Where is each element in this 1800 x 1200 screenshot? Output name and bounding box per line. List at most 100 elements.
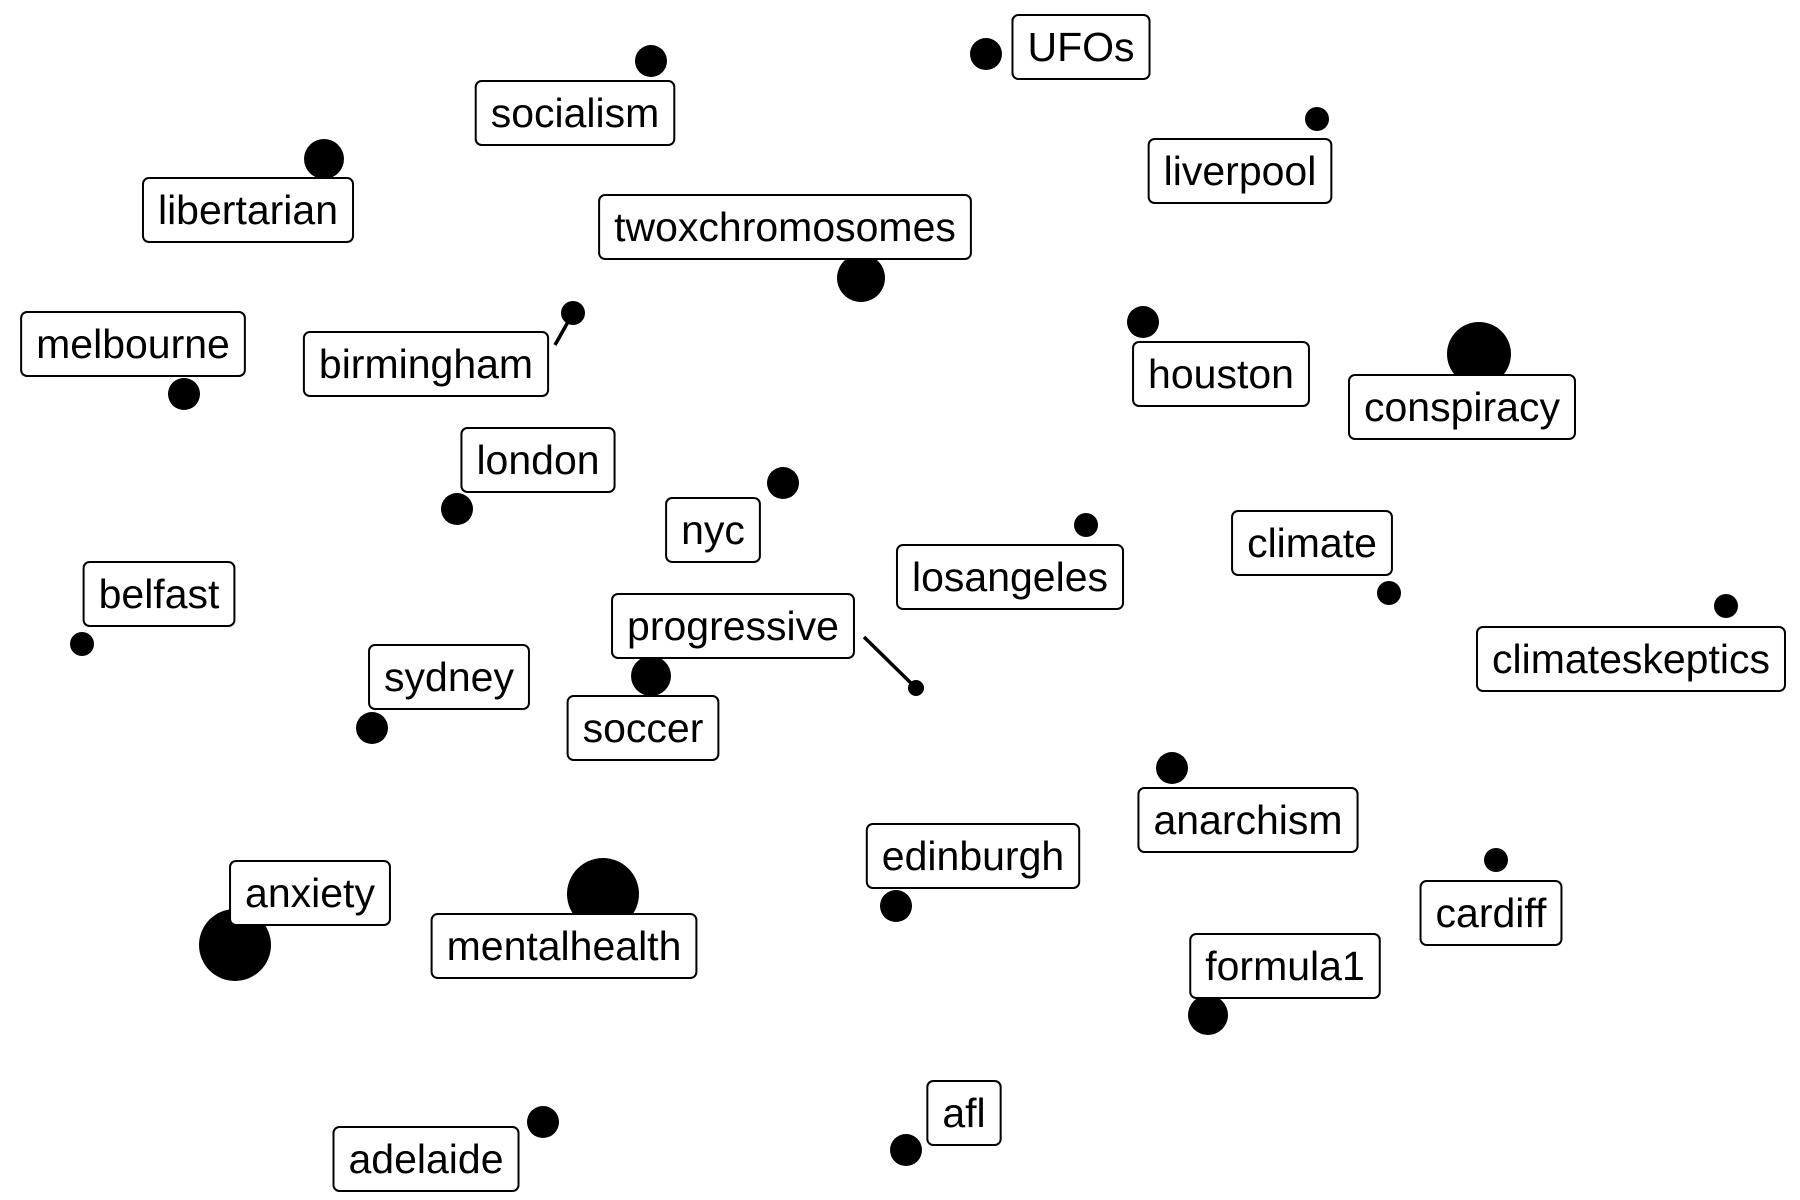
label-text: cardiff [1436, 890, 1548, 936]
point-sydney [356, 712, 388, 744]
label-text: belfast [99, 571, 220, 617]
label-libertarian: libertarian [141, 177, 355, 243]
label-text: liverpool [1164, 148, 1317, 194]
label-anxiety: anxiety [229, 860, 391, 926]
label-box [1137, 787, 1359, 853]
label-box [1132, 341, 1310, 407]
label-losangeles: losangeles [895, 544, 1125, 610]
label-text: adelaide [348, 1136, 503, 1182]
point-adelaide [527, 1106, 559, 1138]
label-box [566, 695, 720, 761]
point-anarchism [1156, 752, 1188, 784]
point-ufos [970, 38, 1002, 70]
label-text: london [476, 437, 599, 483]
label-box [460, 427, 616, 493]
label-text: twoxchromosomes [614, 204, 956, 250]
label-ufos: UFOs [1011, 14, 1151, 80]
label-box [1147, 138, 1333, 204]
label-box [1011, 14, 1151, 80]
point-conspiracy [1447, 322, 1511, 386]
label-text: losangeles [912, 554, 1108, 600]
label-box [1476, 626, 1786, 692]
label-mentalhealth: mentalhealth [430, 913, 698, 979]
label-box [1231, 510, 1393, 576]
label-box [665, 497, 761, 563]
label-birmingham: birmingham [302, 331, 550, 397]
label-text: progressive [627, 603, 839, 649]
label-text: climate [1247, 520, 1377, 566]
label-text: melbourne [36, 321, 230, 367]
label-text: afl [942, 1090, 985, 1136]
point-socialism [635, 45, 667, 77]
label-text: socialism [491, 90, 660, 136]
point-belfast [70, 632, 94, 656]
label-london: london [460, 427, 616, 493]
label-climateskeptics: climateskeptics [1476, 626, 1786, 692]
label-afl: afl [926, 1080, 1002, 1146]
label-formula1: formula1 [1189, 933, 1381, 999]
point-progressive [908, 680, 924, 696]
point-houston [1127, 306, 1159, 338]
point-edinburgh [880, 890, 912, 922]
label-box [1189, 933, 1381, 999]
label-box [141, 177, 355, 243]
point-melbourne [168, 378, 200, 410]
label-box [332, 1126, 520, 1192]
leader-line-progressive [862, 635, 918, 690]
point-soccer [631, 656, 671, 696]
point-twoxchromosomes [837, 254, 885, 302]
point-nyc [767, 467, 799, 499]
label-climate: climate [1231, 510, 1393, 576]
label-box [598, 194, 972, 260]
point-climate [1377, 581, 1401, 605]
label-box [82, 561, 236, 627]
label-text: houston [1148, 351, 1294, 397]
label-box [474, 80, 676, 146]
label-adelaide: adelaide [332, 1126, 520, 1192]
label-houston: houston [1132, 341, 1310, 407]
label-box [430, 913, 698, 979]
point-afl [890, 1134, 922, 1166]
label-cardiff: cardiff [1419, 880, 1563, 946]
label-progressive: progressive [611, 593, 855, 659]
label-nyc: nyc [665, 497, 761, 563]
point-liverpool [1305, 107, 1329, 131]
label-sydney: sydney [368, 644, 530, 710]
label-text: edinburgh [882, 833, 1064, 879]
label-text: anxiety [245, 870, 375, 916]
point-anxiety [199, 909, 271, 981]
label-liverpool: liverpool [1147, 138, 1333, 204]
label-melbourne: melbourne [20, 311, 246, 377]
label-soccer: soccer [566, 695, 720, 761]
label-text: anarchism [1153, 797, 1342, 843]
label-text: sydney [384, 654, 514, 700]
chart-labels: UFOs socialism liverpool libertarian twoxchr… [20, 14, 1786, 1192]
label-belfast: belfast [82, 561, 236, 627]
label-box [229, 860, 391, 926]
label-box [20, 311, 246, 377]
label-box [302, 331, 550, 397]
point-formula1 [1188, 995, 1228, 1035]
label-box [926, 1080, 1002, 1146]
label-text: soccer [583, 705, 704, 751]
label-anarchism: anarchism [1137, 787, 1359, 853]
label-text: birmingham [319, 341, 533, 387]
label-text: mentalhealth [447, 923, 682, 969]
label-text: UFOs [1027, 24, 1134, 70]
point-birmingham [561, 301, 585, 325]
label-text: conspiracy [1364, 384, 1560, 430]
label-text: formula1 [1205, 943, 1365, 989]
point-cardiff [1484, 848, 1508, 872]
label-box [368, 644, 530, 710]
label-box [1419, 880, 1563, 946]
label-box [611, 593, 855, 659]
point-climateskeptics [1714, 594, 1738, 618]
label-box [865, 823, 1081, 889]
label-edinburgh: edinburgh [865, 823, 1081, 889]
point-london [441, 493, 473, 525]
label-text: libertarian [158, 187, 338, 233]
chart-points [70, 38, 1738, 1166]
point-losangeles [1074, 513, 1098, 537]
label-box [1348, 374, 1576, 440]
